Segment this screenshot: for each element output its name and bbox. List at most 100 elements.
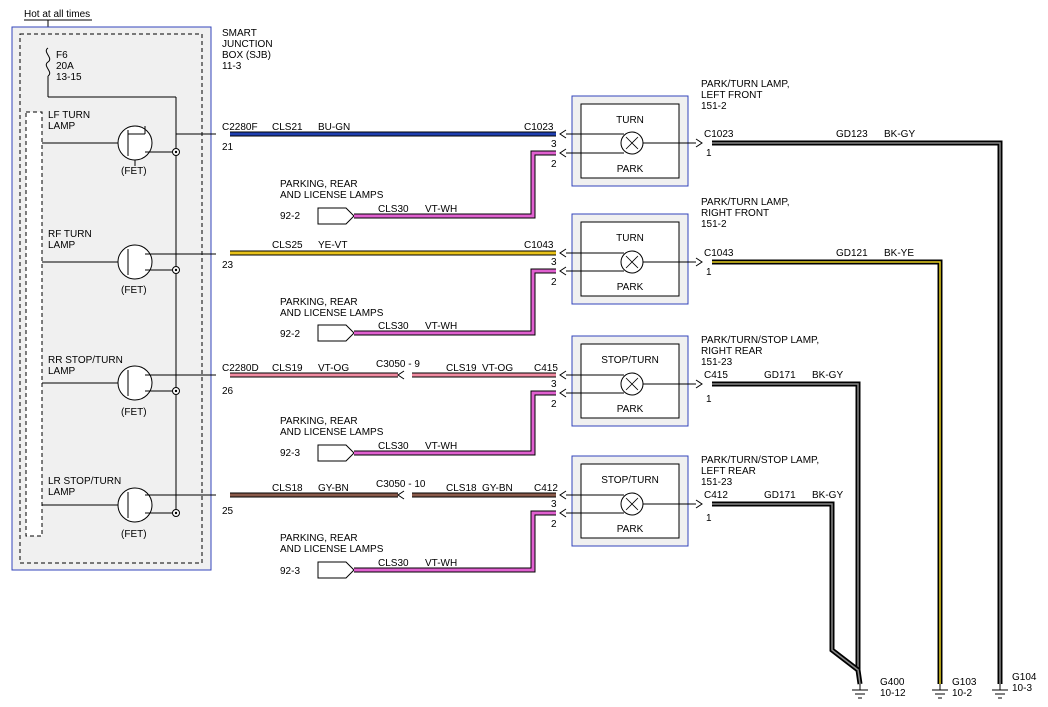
fet-symbol [117, 125, 153, 161]
fuse-ref: 13-15 [56, 72, 82, 83]
lamp-top-label: STOP/TURN [601, 355, 659, 366]
lamp-title-line1: PARK/TURN LAMP, [701, 197, 790, 208]
lamp-pin: 1 [706, 513, 712, 524]
park-feed-circuit: CLS30 [378, 321, 409, 332]
ground-ref: 10-2 [952, 688, 972, 699]
lamp-title-line2: RIGHT REAR [701, 346, 763, 357]
ground-wire-gd171-rr [712, 381, 863, 685]
circuit-number: CLS19 [272, 363, 303, 374]
fuse-id: F6 [56, 50, 68, 61]
lamp-title-line1: PARK/TURN/STOP LAMP, [701, 455, 819, 466]
ground-id: G103 [952, 677, 977, 688]
sjb-box [11, 26, 212, 571]
lamp-bottom-label: PARK [617, 164, 644, 175]
fuse-symbol [45, 47, 51, 77]
ground-symbol-g400: G400 10-12 [852, 677, 906, 699]
driver-label-line2: LAMP [48, 121, 76, 132]
driver-lf-turn: LF TURN LAMP (FET) [42, 110, 216, 177]
lamp-top-label: TURN [616, 115, 644, 126]
wire-color-2: GY-BN [482, 483, 513, 494]
park-feed-color: VT-WH [425, 204, 457, 215]
circuit-rf-turn: 23 CLS25 YE-VT C1043 [222, 240, 567, 271]
pin-3: 3 [551, 499, 557, 510]
pin-3: 3 [551, 139, 557, 150]
park-feed-line2: AND LICENSE LAMPS [280, 308, 384, 319]
pin-3: 3 [551, 257, 557, 268]
pin-2: 2 [551, 519, 557, 530]
driver-label-line1: RR STOP/TURN [48, 355, 123, 366]
lamp-right-front: PARK/TURN LAMP, RIGHT FRONT 151-2 TURN P… [566, 197, 914, 305]
lamp-ref: 151-23 [701, 477, 733, 488]
pin-3: 3 [551, 379, 557, 390]
driver-lr-stop-turn: LR STOP/TURN LAMP (FET) [42, 476, 216, 540]
driver-label-line2: LAMP [48, 240, 76, 251]
ground-id: G104 [1012, 672, 1037, 683]
lamp-bottom-label: PARK [617, 282, 644, 293]
sjb-pin: 21 [222, 142, 234, 153]
driver-label-line1: RF TURN [48, 229, 92, 240]
driver-rr-stop-turn: RR STOP/TURN LAMP (FET) [42, 355, 216, 418]
circuit-lf-turn: C2280F 21 CLS21 BU-GN C1023 [222, 122, 567, 153]
driver-rf-turn: RF TURN LAMP (FET) [42, 229, 216, 296]
lamp-ref: 151-2 [701, 219, 727, 230]
park-feed-ref: 92-2 [280, 329, 300, 340]
driver-label-line2: LAMP [48, 487, 76, 498]
wire-color-2: VT-OG [482, 363, 513, 374]
driver-label-line1: LR STOP/TURN [48, 476, 121, 487]
circuit-rr-stop-turn: C2280D 26 CLS19 VT-OG C3050 - 9 CLS19 VT… [222, 359, 567, 397]
lamp-ref: 151-2 [701, 101, 727, 112]
inline-connector: C3050 - 10 [376, 479, 426, 490]
fuse-rating: 20A [56, 61, 74, 72]
lamp-connector: C412 [534, 483, 558, 494]
lamp-connector: C1043 [524, 240, 554, 251]
lamp-connector: C1023 [524, 122, 554, 133]
driver-label-line2: LAMP [48, 366, 76, 377]
fet-label: (FET) [121, 407, 147, 418]
ground-color: BK-GY [812, 370, 843, 381]
lamp-pin: 1 [706, 267, 712, 278]
wire-color: VT-OG [318, 363, 349, 374]
fet-symbol [117, 244, 153, 280]
lamp-pin: 1 [706, 394, 712, 405]
ground-wire-gd171-lr [712, 501, 860, 672]
lamp-left-front: PARK/TURN LAMP, LEFT FRONT 151-2 TURN PA… [566, 79, 915, 187]
park-feed-line2: AND LICENSE LAMPS [280, 427, 384, 438]
sjb-title-2: JUNCTION [222, 39, 273, 50]
lamp-title-line2: LEFT REAR [701, 466, 756, 477]
sjb-pin: 23 [222, 260, 234, 271]
lamp-right-rear: PARK/TURN/STOP LAMP, RIGHT REAR 151-23 S… [566, 335, 843, 427]
park-feed-flag [317, 207, 355, 225]
inline-connector: C3050 - 9 [376, 359, 420, 370]
park-feed-3: PARKING, REAR AND LICENSE LAMPS 92-3 CLS… [280, 379, 567, 462]
pin-2: 2 [551, 159, 557, 170]
park-feed-color: VT-WH [425, 558, 457, 569]
sjb-title-1: SMART [222, 28, 257, 39]
lamp-title-line1: PARK/TURN/STOP LAMP, [701, 335, 819, 346]
pin-2: 2 [551, 277, 557, 288]
wire-color: YE-VT [318, 240, 347, 251]
circuit-number: CLS18 [272, 483, 303, 494]
park-feed-circuit: CLS30 [378, 441, 409, 452]
park-feed-2: PARKING, REAR AND LICENSE LAMPS 92-2 CLS… [280, 257, 567, 342]
park-feed-line1: PARKING, REAR [280, 297, 358, 308]
ground-circuit: GD121 [836, 248, 868, 259]
fet-symbol [117, 365, 153, 401]
park-feed-color: VT-WH [425, 441, 457, 452]
ground-circuit: GD171 [764, 370, 796, 381]
park-feed-line1: PARKING, REAR [280, 179, 358, 190]
ground-circuit: GD171 [764, 490, 796, 501]
sjb-pin: 25 [222, 506, 234, 517]
lamp-top-label: TURN [616, 233, 644, 244]
lamp-connector: C412 [704, 490, 728, 501]
ground-ref: 10-3 [1012, 683, 1032, 694]
lamp-title-line2: RIGHT FRONT [701, 208, 769, 219]
ground-color: BK-YE [884, 248, 914, 259]
park-feed-flag [317, 444, 355, 462]
sjb-ref: 11-3 [222, 61, 242, 72]
lamp-connector: C415 [704, 370, 728, 381]
lamp-connector: C415 [534, 363, 558, 374]
sjb-pin: 26 [222, 386, 234, 397]
lamp-left-rear: PARK/TURN/STOP LAMP, LEFT REAR 151-23 ST… [566, 455, 843, 547]
circuit-number: CLS21 [272, 122, 303, 133]
park-feed-4: PARKING, REAR AND LICENSE LAMPS 92-3 CLS… [280, 499, 567, 579]
